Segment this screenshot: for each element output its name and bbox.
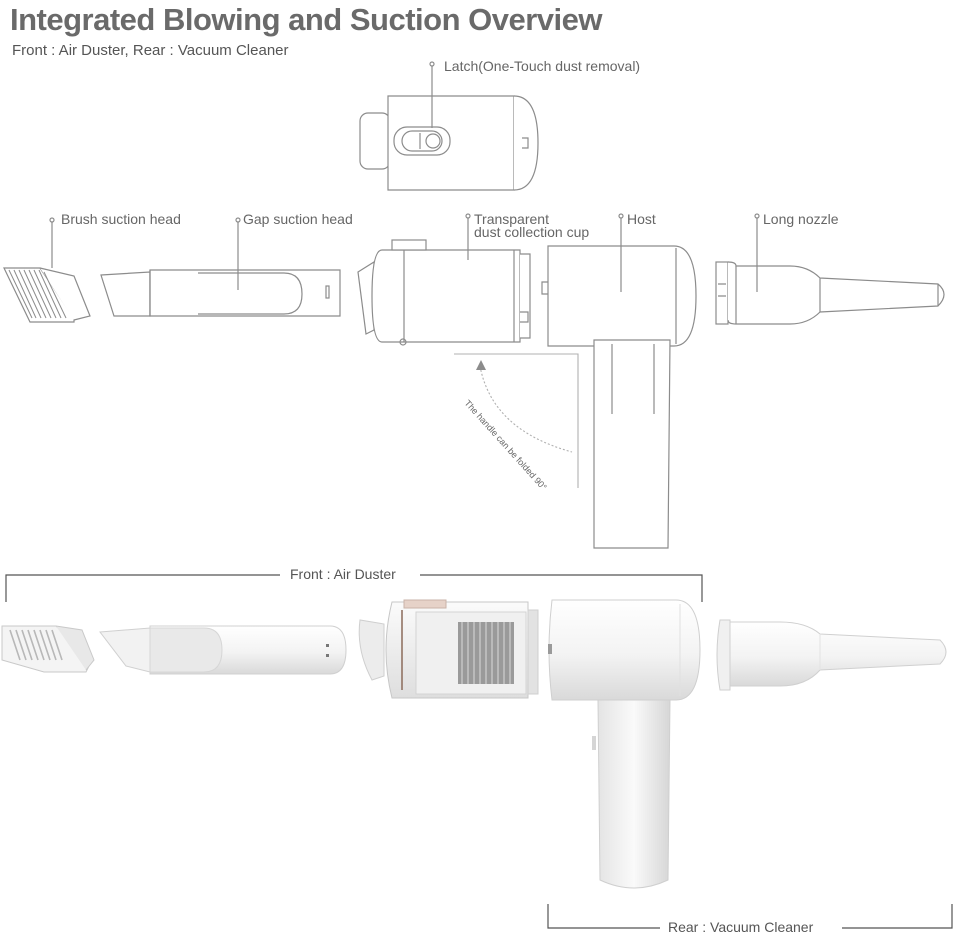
host-photo (548, 599, 701, 889)
callout-latch: Latch(One-Touch dust removal) (444, 58, 641, 74)
latch-drawing (359, 61, 539, 191)
callout-brush-suction-head: Brush suction head (61, 211, 181, 227)
callout-gap-suction-head: Gap suction head (243, 211, 353, 227)
section-front-label: Front : Air Duster (286, 566, 400, 582)
cup-drawing (357, 213, 531, 346)
callout-cup-line1: Transparent (474, 211, 549, 227)
gap-head-drawing (100, 217, 341, 317)
callout-long-nozzle: Long nozzle (763, 211, 839, 227)
host-drawing (541, 213, 697, 549)
brush-head-drawing (3, 217, 91, 323)
page-subtitle: Front : Air Duster, Rear : Vacuum Cleane… (12, 42, 289, 59)
gap-head-photo (99, 625, 347, 675)
brush-head-photo (1, 625, 95, 673)
long-nozzle-photo (716, 619, 947, 691)
callout-host: Host (627, 211, 656, 227)
callout-cup-line2: dust collection cup (474, 224, 590, 240)
long-nozzle-drawing (715, 213, 945, 325)
fold-angle-marker (454, 353, 579, 488)
rear-bracket (547, 904, 953, 929)
front-bracket (5, 574, 703, 602)
dust-cup-photo (358, 599, 539, 699)
section-rear-label: Rear : Vacuum Cleaner (664, 919, 818, 935)
page-title: Integrated Blowing and Suction Overview (10, 2, 602, 37)
